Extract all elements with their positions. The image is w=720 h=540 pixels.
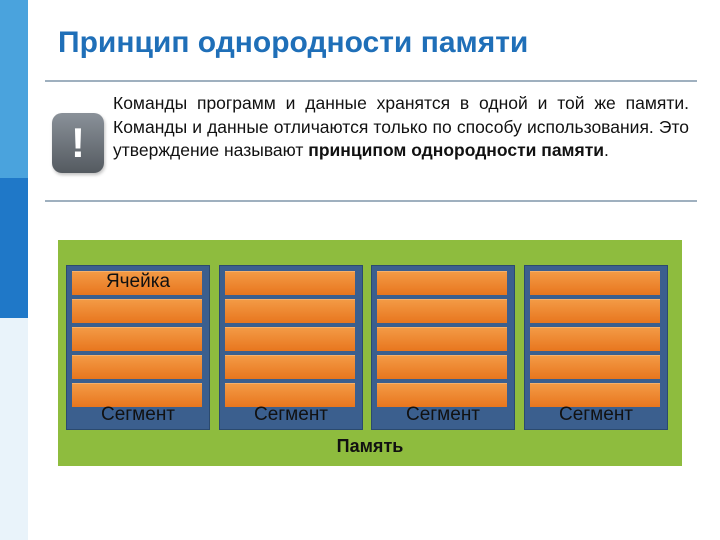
- top-divider: [45, 80, 697, 82]
- memory-cell: [225, 271, 355, 295]
- memory-cell: [72, 383, 202, 407]
- slide-title: Принцип однородности памяти: [58, 26, 529, 59]
- exclamation-icon: !: [52, 113, 104, 173]
- memory-cell: [72, 355, 202, 379]
- memory-cell: [530, 299, 660, 323]
- left-accent-bar: [0, 0, 28, 540]
- memory-block: Ячейка Сегмент Сегмент Сегмент Сегмент П…: [58, 240, 682, 466]
- statement-end: .: [604, 140, 609, 160]
- bottom-divider: [45, 200, 697, 202]
- statement-text: Команды программ и данные хранятся в одн…: [113, 93, 689, 160]
- memory-label: Память: [336, 436, 404, 456]
- memory-cell: [225, 299, 355, 323]
- memory-cell: [225, 355, 355, 379]
- memory-cell: [72, 327, 202, 351]
- memory-cell: [377, 299, 507, 323]
- memory-cell: [377, 355, 507, 379]
- memory-cell: [530, 271, 660, 295]
- segment-label: Сегмент: [100, 404, 176, 425]
- memory-cell: [377, 271, 507, 295]
- memory-cell: [530, 327, 660, 351]
- memory-cell: [530, 355, 660, 379]
- segment-label: Сегмент: [405, 404, 481, 425]
- accent-segment-top: [0, 0, 28, 178]
- memory-cell: [377, 383, 507, 407]
- cell-label: Ячейка: [105, 271, 171, 292]
- accent-segment-middle: [0, 178, 28, 318]
- statement-bold-term: принципом однородности памяти: [308, 140, 605, 160]
- memory-cell: [377, 327, 507, 351]
- memory-segment-3: Сегмент: [371, 265, 515, 430]
- memory-segment-4: Сегмент: [524, 265, 668, 430]
- segment-label: Сегмент: [253, 404, 329, 425]
- memory-cell: [225, 383, 355, 407]
- memory-cell: [225, 327, 355, 351]
- memory-cell: [72, 299, 202, 323]
- memory-cell: [530, 383, 660, 407]
- principle-statement: Команды программ и данные хранятся в одн…: [113, 92, 689, 163]
- accent-segment-bottom: [0, 318, 28, 540]
- memory-segment-1: Ячейка Сегмент: [66, 265, 210, 430]
- memory-cell: [72, 271, 202, 295]
- segment-label: Сегмент: [558, 404, 634, 425]
- memory-segment-2: Сегмент: [219, 265, 363, 430]
